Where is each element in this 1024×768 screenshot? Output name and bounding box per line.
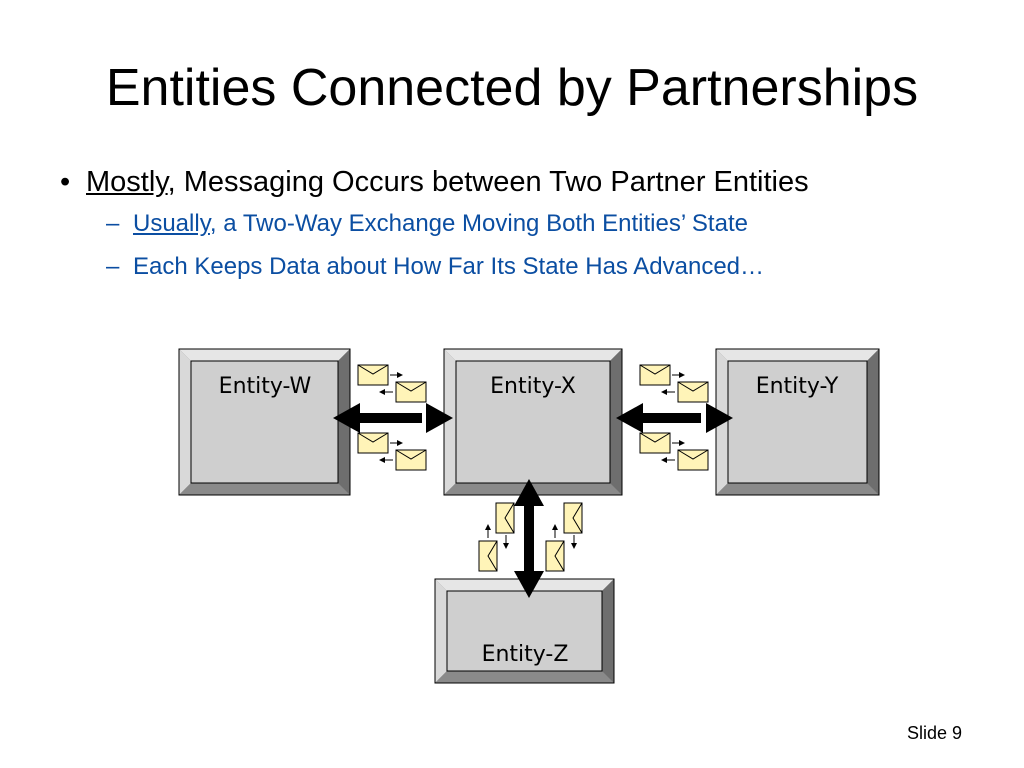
sub-bullet-2: –Each Keeps Data about How Far Its State… (106, 253, 764, 281)
envelope-icon (478, 540, 498, 572)
sub-bullet-emphasis: Usually (133, 210, 210, 237)
bullet-marker: • (60, 166, 71, 198)
sub-bullet-marker: – (106, 253, 120, 280)
sub-bullet-text: Each Keeps Data about How Far Its State … (133, 253, 765, 280)
bullet-main: • Mostly, Messaging Occurs between Two Pa… (60, 166, 809, 199)
envelope-icon (677, 449, 709, 471)
envelope-icons-x-z (478, 502, 583, 572)
envelope-icon (563, 502, 583, 534)
connection-x-z-arrow (514, 479, 544, 598)
envelope-icons-w-x (357, 364, 427, 471)
sub-bullet-text: , a Two-Way Exchange Moving Both Entitie… (209, 210, 748, 237)
envelope-icon (357, 364, 389, 386)
entity-x-label: Entity-X (490, 374, 576, 399)
envelope-icon (639, 364, 671, 386)
envelope-icon (639, 432, 671, 454)
entity-w-label: Entity-W (219, 374, 312, 399)
envelope-icon (495, 502, 515, 534)
entity-x-box: Entity-X (443, 348, 623, 496)
slide-number: Slide 9 (906, 723, 962, 743)
bullet-emphasis: Mostly (86, 166, 168, 198)
envelope-icon (677, 381, 709, 403)
envelope-icon (395, 381, 427, 403)
entity-w-box: Entity-W (178, 348, 351, 496)
bullet-text: , Messaging Occurs between Two Partner E… (167, 166, 809, 198)
envelope-icon (357, 432, 389, 454)
envelope-icon (545, 540, 565, 572)
sub-bullet-marker: – (106, 210, 120, 237)
sub-bullet-1: –Usually, a Two-Way Exchange Moving Both… (106, 210, 748, 238)
entity-y-label: Entity-Y (756, 374, 839, 399)
entity-z-label: Entity-Z (482, 642, 569, 667)
connection-x-y-arrow (616, 403, 733, 433)
envelope-icon (395, 449, 427, 471)
connection-w-x-arrow (333, 403, 453, 433)
slide-title: Entities Connected by Partnerships (105, 59, 919, 117)
envelope-icons-x-y (639, 364, 709, 471)
entity-z-box: Entity-Z (434, 578, 615, 684)
entity-y-box: Entity-Y (715, 348, 880, 496)
